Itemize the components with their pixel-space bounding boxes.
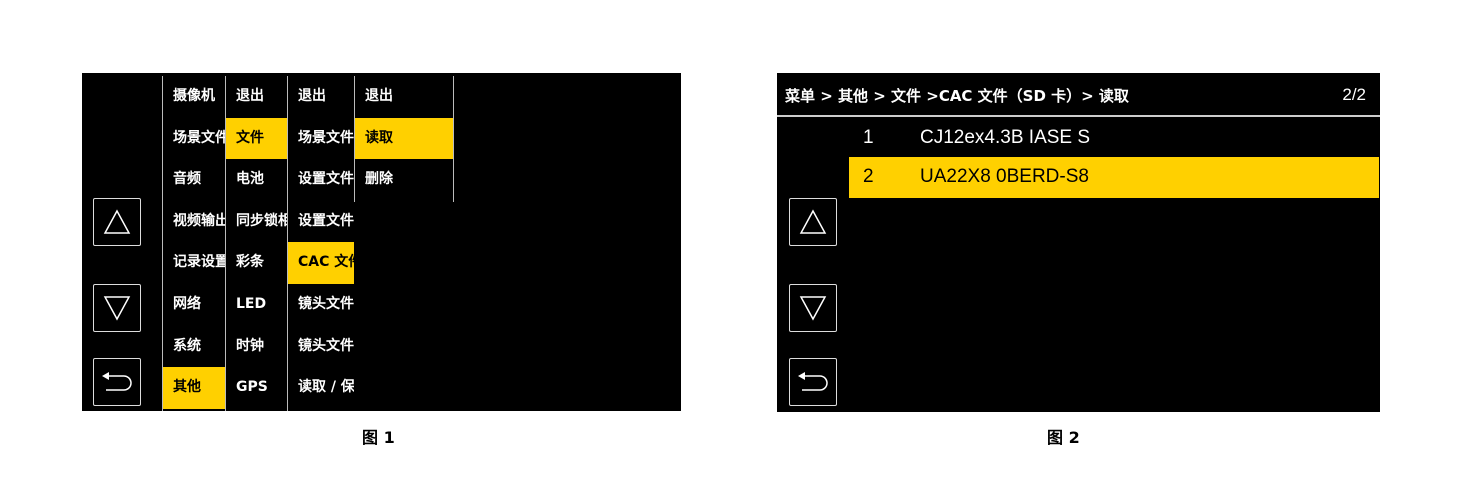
menu-item[interactable]: 退出 bbox=[365, 88, 393, 104]
menu-item[interactable]: GPS bbox=[236, 379, 268, 396]
return-icon bbox=[102, 372, 132, 391]
menu-item[interactable]: 镜头文件 bbox=[298, 295, 354, 312]
menu-item[interactable]: 视频输出 bbox=[173, 212, 225, 229]
page-indicator: 2/2 bbox=[1342, 85, 1366, 104]
up-triangle-icon bbox=[799, 209, 827, 234]
menu-item[interactable]: 同步锁相 bbox=[236, 212, 287, 229]
menu-item[interactable]: 网络 bbox=[173, 295, 201, 312]
menu-item[interactable]: CAC 文件 bbox=[288, 242, 354, 284]
menu-item[interactable]: 电池 bbox=[236, 171, 264, 188]
up-button[interactable] bbox=[789, 198, 837, 246]
down-button[interactable] bbox=[93, 284, 141, 332]
menu-item[interactable]: 镜头文件 bbox=[298, 337, 354, 354]
figure-caption-2: 图 2 bbox=[1047, 428, 1080, 447]
menu-item[interactable]: 彩条 bbox=[236, 254, 264, 271]
up-button[interactable] bbox=[93, 198, 141, 246]
menu-item[interactable]: 摄像机 bbox=[173, 88, 215, 104]
menu-item[interactable]: 场景文件 bbox=[298, 129, 354, 146]
menu-screen-2: 菜单 > 其他 > 文件 >CAC 文件（SD 卡）> 读取 2/2 1 CJ12… bbox=[777, 73, 1380, 412]
menu-item[interactable]: 音频 bbox=[173, 171, 201, 188]
down-triangle-icon bbox=[799, 296, 827, 321]
menu-item[interactable]: 删除 bbox=[365, 171, 393, 188]
menu-column-1: 摄像机场景文件音频视频输出记录设置网络系统其他 bbox=[162, 76, 225, 411]
menu-column-2: 退出文件电池同步锁相彩条 LED 时钟 GPS bbox=[225, 76, 287, 411]
menu-item[interactable]: 场景文件 bbox=[173, 129, 225, 146]
return-icon bbox=[798, 372, 828, 391]
back-button[interactable] bbox=[93, 358, 141, 406]
breadcrumb: 菜单 > 其他 > 文件 >CAC 文件（SD 卡）> 读取 bbox=[785, 87, 1129, 105]
menu-item[interactable]: 退出 bbox=[236, 88, 264, 104]
header: 菜单 > 其他 > 文件 >CAC 文件（SD 卡）> 读取 2/2 bbox=[777, 73, 1380, 117]
menu-item[interactable]: 记录设置 bbox=[173, 254, 225, 271]
down-triangle-icon bbox=[103, 296, 131, 321]
menu-item[interactable]: 退出 bbox=[298, 88, 326, 104]
item-name: CJ12ex4.3B IASE S bbox=[920, 127, 1091, 148]
menu-item[interactable]: 读取 bbox=[355, 117, 453, 160]
menu-item[interactable]: 时钟 bbox=[236, 337, 264, 354]
item-number: 1 bbox=[863, 127, 874, 148]
up-triangle-icon bbox=[103, 209, 131, 234]
menu-item[interactable]: 读取 / 保 bbox=[298, 379, 354, 396]
down-button[interactable] bbox=[789, 284, 837, 332]
menu-item[interactable]: 系统 bbox=[173, 337, 201, 354]
menu-item[interactable]: 文件 bbox=[226, 117, 287, 160]
item-name: UA22X8 0BERD-S8 bbox=[920, 166, 1089, 187]
menu-item[interactable]: LED bbox=[236, 295, 267, 312]
back-button[interactable] bbox=[789, 358, 837, 406]
figure-caption-1: 图 1 bbox=[362, 428, 395, 447]
list-item[interactable]: 1 CJ12ex4.3B IASE S bbox=[849, 118, 1379, 158]
menu-item[interactable]: 设置文件 bbox=[298, 171, 354, 188]
list-item-selected[interactable]: 2 UA22X8 0BERD-S8 bbox=[849, 157, 1379, 198]
menu-item[interactable]: 其他 bbox=[163, 367, 225, 409]
menu-column-4: 退出读取删除 bbox=[354, 76, 454, 202]
menu-item[interactable]: 设置文件 bbox=[298, 212, 354, 229]
item-number: 2 bbox=[863, 166, 874, 187]
